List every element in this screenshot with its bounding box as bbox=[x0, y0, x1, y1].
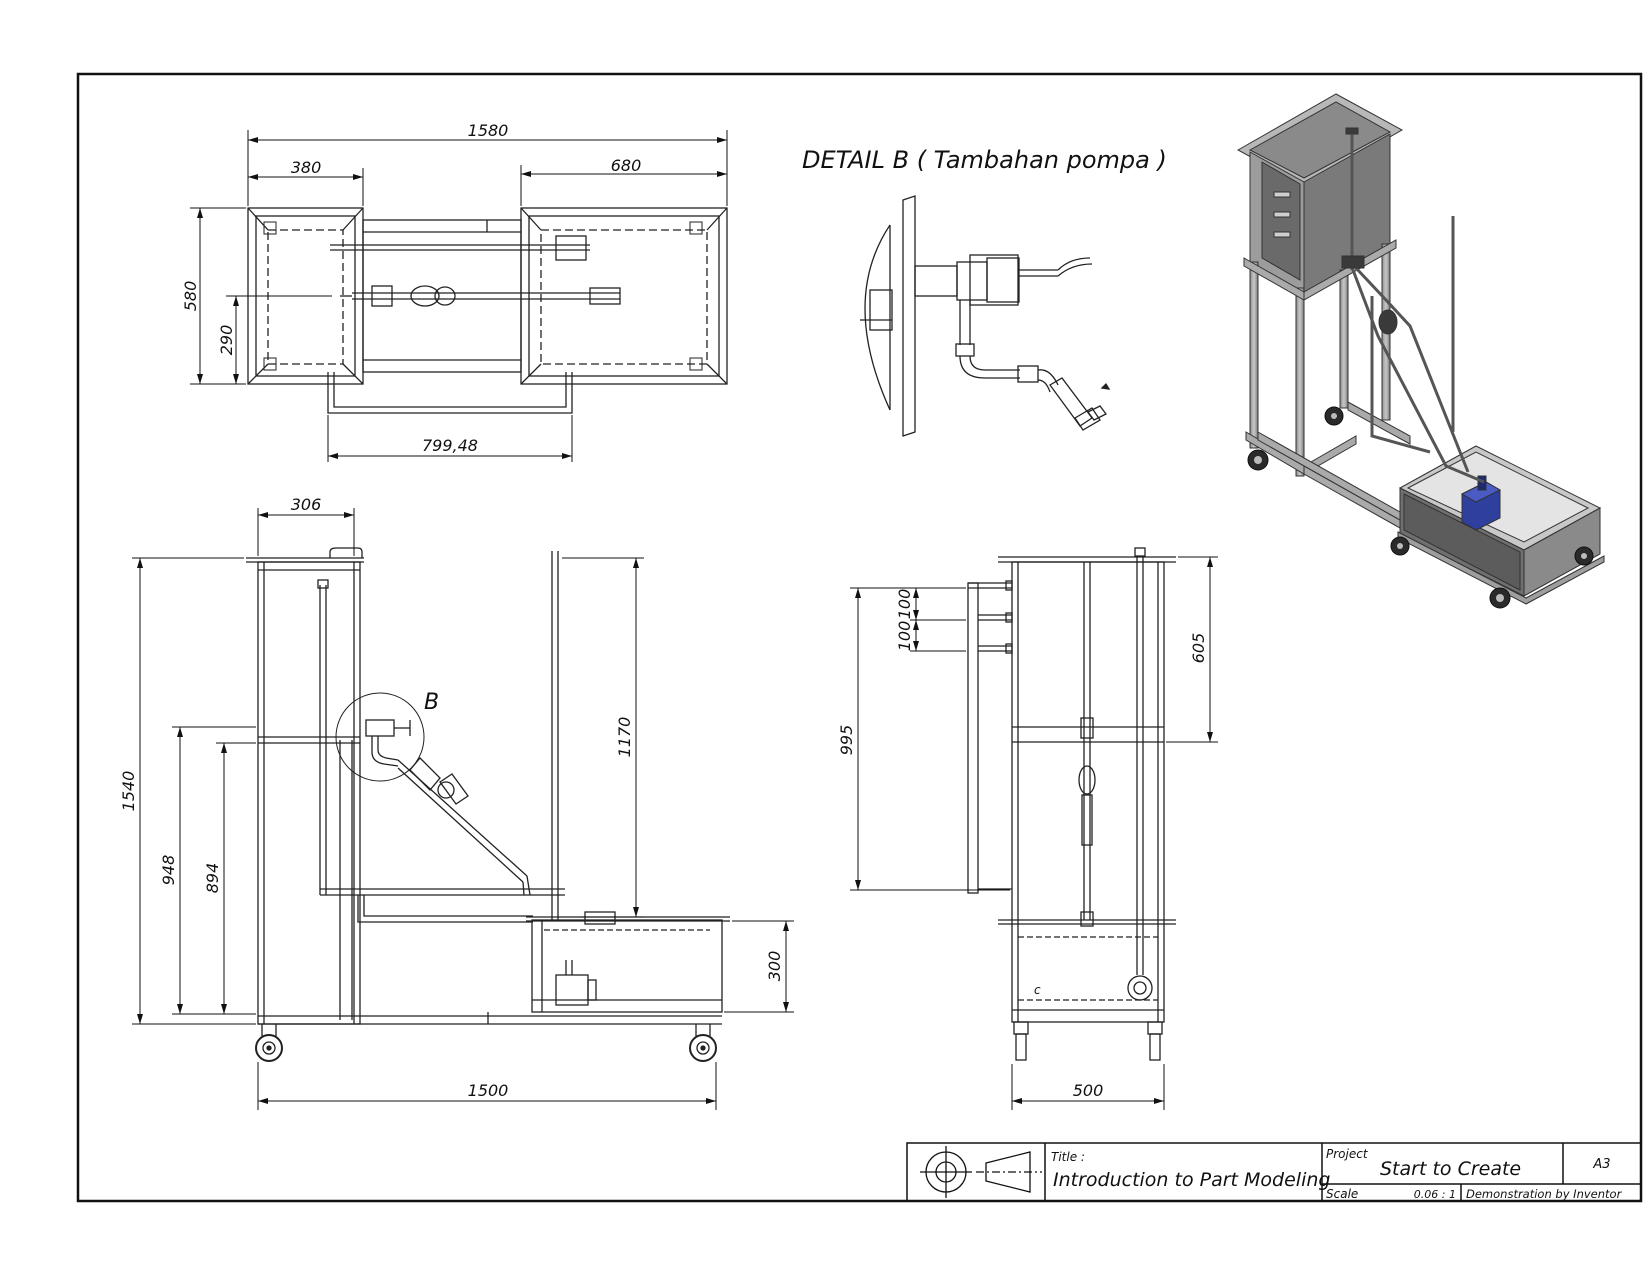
sheet-border bbox=[76, 72, 1643, 1203]
isometric-view bbox=[1236, 93, 1605, 609]
scale-label: Scale bbox=[1326, 1187, 1358, 1201]
dim-680: 680 bbox=[611, 156, 642, 175]
dim-300: 300 bbox=[765, 951, 784, 982]
dim-799: 799,48 bbox=[422, 436, 478, 455]
side-view-dims bbox=[850, 556, 1218, 1110]
title-label: Title : bbox=[1051, 1150, 1085, 1164]
dim-100-b: 100 bbox=[895, 621, 914, 652]
projection-symbol-icon bbox=[920, 1146, 1042, 1198]
top-view-dims bbox=[190, 130, 728, 462]
dim-306: 306 bbox=[291, 495, 322, 514]
side-note-c: c bbox=[1034, 983, 1041, 997]
dim-100-a: 100 bbox=[895, 589, 914, 620]
dim-290: 290 bbox=[217, 325, 236, 356]
pump-icon bbox=[1460, 475, 1502, 531]
dim-605: 605 bbox=[1189, 633, 1208, 664]
top-view bbox=[247, 207, 728, 414]
dim-1500: 1500 bbox=[468, 1081, 509, 1100]
drawing-title: Introduction to Part Modeling bbox=[1053, 1169, 1330, 1191]
detail-callout-b: B bbox=[424, 690, 439, 715]
dim-1580: 1580 bbox=[468, 121, 509, 140]
detail-b-view bbox=[860, 195, 1111, 437]
dim-380: 380 bbox=[291, 158, 322, 177]
scale-value: 0.06 : 1 bbox=[1414, 1188, 1456, 1201]
dim-1540: 1540 bbox=[119, 771, 138, 812]
dim-580: 580 bbox=[181, 281, 200, 312]
dim-995: 995 bbox=[837, 725, 856, 756]
dim-1170: 1170 bbox=[615, 717, 634, 758]
detail-b-title: DETAIL B ( Tambahan pompa ) bbox=[802, 146, 1167, 174]
title-block bbox=[906, 1142, 1642, 1202]
dim-500: 500 bbox=[1073, 1081, 1104, 1100]
project-name: Start to Create bbox=[1380, 1158, 1521, 1180]
dim-948: 948 bbox=[159, 855, 178, 886]
project-label: Project bbox=[1326, 1147, 1369, 1161]
credit-text: Demonstration by Inventor bbox=[1466, 1187, 1623, 1201]
dim-894: 894 bbox=[203, 863, 222, 894]
side-view bbox=[967, 547, 1176, 1061]
front-view bbox=[246, 547, 730, 1062]
sheet-size: A3 bbox=[1592, 1157, 1610, 1172]
front-view-dims bbox=[132, 508, 794, 1110]
